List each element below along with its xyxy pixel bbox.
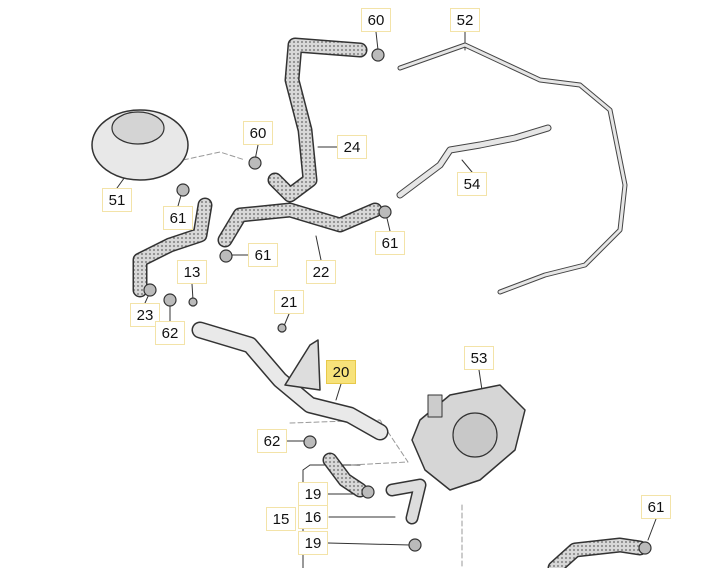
part-label-22[interactable]: 22 [306,260,336,284]
part-label-19[interactable]: 19 [298,482,328,506]
part-label-20-highlighted[interactable]: 20 [326,360,356,384]
part-label-62[interactable]: 62 [155,321,185,345]
part-label-54[interactable]: 54 [457,172,487,196]
part-label-60[interactable]: 60 [361,8,391,32]
part-label-21[interactable]: 21 [274,290,304,314]
part-label-19[interactable]: 19 [298,531,328,555]
part-label-23[interactable]: 23 [130,303,160,327]
part-label-61[interactable]: 61 [248,243,278,267]
part-label-16[interactable]: 16 [298,505,328,529]
part-label-53[interactable]: 53 [464,346,494,370]
part-label-52[interactable]: 52 [450,8,480,32]
part-label-60[interactable]: 60 [243,121,273,145]
part-label-51[interactable]: 51 [102,188,132,212]
part-label-13[interactable]: 13 [177,260,207,284]
part-label-15[interactable]: 15 [266,507,296,531]
part-label-61[interactable]: 61 [641,495,671,519]
part-label-24[interactable]: 24 [337,135,367,159]
part-label-62[interactable]: 62 [257,429,287,453]
part-label-61[interactable]: 61 [163,206,193,230]
part-label-61[interactable]: 61 [375,231,405,255]
